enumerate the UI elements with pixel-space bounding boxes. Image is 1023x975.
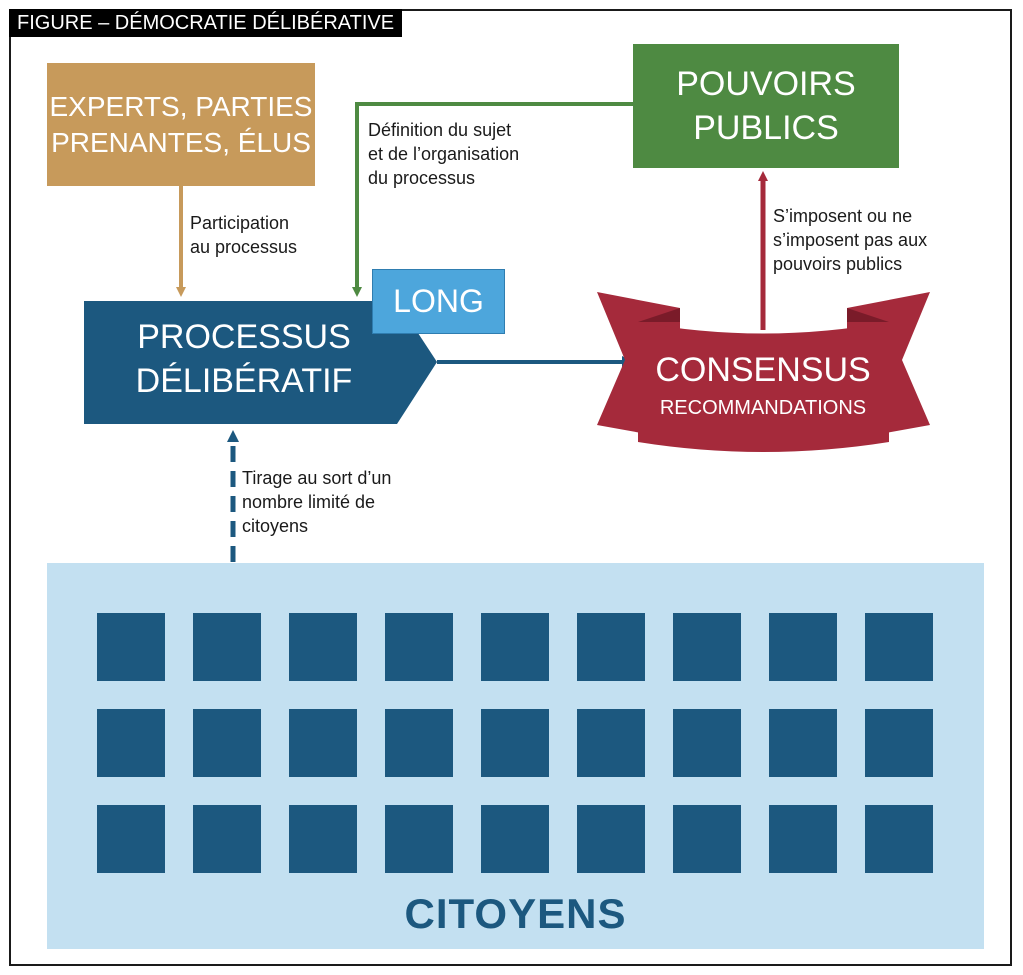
annotation-definition-line-3: du processus — [368, 168, 476, 188]
annotation-tirage-line-2: nombre limité de — [242, 492, 376, 512]
citizens-area: CITOYENS — [47, 563, 984, 949]
citizen-square — [385, 805, 453, 873]
citizen-square — [673, 613, 741, 681]
citizen-square — [769, 613, 837, 681]
annotation-imposent-line-3: pouvoirs publics — [773, 254, 903, 274]
citizen-square — [385, 613, 453, 681]
citizen-square — [865, 805, 933, 873]
annotation-definition-line-2: et de l’organisation — [368, 144, 520, 164]
citizen-square — [577, 613, 645, 681]
processus-shape — [84, 301, 437, 424]
annotation-participation: Participation au processus — [190, 211, 297, 259]
citizen-square — [481, 709, 549, 777]
annotation-tirage-line-1: Tirage au sort d’un — [242, 468, 392, 488]
citizen-square — [289, 805, 357, 873]
citizen-square — [481, 805, 549, 873]
citizen-square — [769, 805, 837, 873]
pouvoirs-publics-box: POUVOIRS PUBLICS — [633, 44, 899, 168]
citizen-square — [193, 709, 261, 777]
consensus-subtitle: RECOMMANDATIONS — [659, 397, 867, 419]
citizen-square — [193, 613, 261, 681]
citizen-square — [289, 613, 357, 681]
processus-line-2: DÉLIBÉRATIF — [135, 362, 353, 400]
arrow-pouvoirs-to-processus — [352, 102, 633, 297]
annotation-tirage-line-3: citoyens — [242, 516, 309, 536]
citizens-label: CITOYENS — [404, 890, 627, 937]
annotation-imposent-line-1: S’imposent ou ne — [773, 206, 913, 226]
citizen-square — [385, 709, 453, 777]
citizen-square — [97, 709, 165, 777]
citizen-square — [673, 805, 741, 873]
citizen-grid — [97, 613, 933, 873]
annotation-imposent: S’imposent ou ne s’imposent pas aux pouv… — [773, 204, 927, 276]
citizen-square — [865, 613, 933, 681]
annotation-participation-line-1: Participation — [190, 213, 290, 233]
citizen-square — [673, 709, 741, 777]
consensus-title: CONSENSUS — [655, 351, 871, 389]
pouvoirs-line-2: PUBLICS — [693, 109, 839, 147]
citizen-square — [193, 805, 261, 873]
annotation-tirage: Tirage au sort d’un nombre limité de cit… — [242, 466, 391, 538]
experts-line-2: PRENANTES, ÉLUS — [51, 126, 311, 158]
citizen-square — [97, 805, 165, 873]
experts-line-1: EXPERTS, PARTIES — [49, 90, 313, 122]
citizen-square — [97, 613, 165, 681]
citizen-square — [577, 709, 645, 777]
citizen-square — [865, 709, 933, 777]
citizen-square — [577, 805, 645, 873]
citizen-square — [481, 613, 549, 681]
annotation-definition: Définition du sujet et de l’organisation… — [368, 118, 519, 190]
pouvoirs-line-1: POUVOIRS — [676, 65, 856, 103]
consensus-ribbon — [597, 292, 930, 452]
annotation-imposent-line-2: s’imposent pas aux — [773, 230, 928, 250]
processus-label: PROCESSUS DÉLIBÉRATIF — [84, 315, 404, 403]
processus-line-1: PROCESSUS — [137, 318, 351, 356]
figure-title: FIGURE – DÉMOCRATIE DÉLIBÉRATIVE — [9, 9, 403, 37]
annotation-definition-line-1: Définition du sujet — [368, 120, 512, 140]
citizen-square — [769, 709, 837, 777]
annotation-participation-line-2: au processus — [190, 237, 298, 257]
long-badge: LONG — [372, 269, 505, 334]
citizen-square — [289, 709, 357, 777]
experts-box: EXPERTS, PARTIES PRENANTES, ÉLUS — [47, 63, 315, 186]
